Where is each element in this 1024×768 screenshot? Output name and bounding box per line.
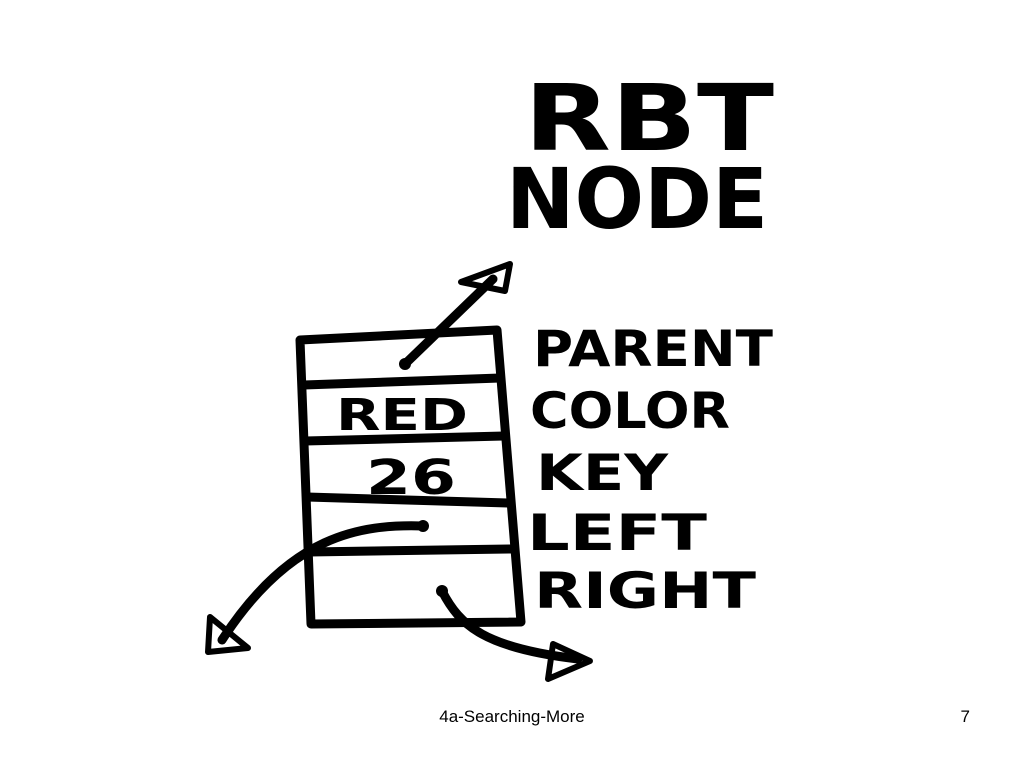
parent-pointer-arrow (399, 261, 513, 370)
node-key-value: 26 (366, 450, 456, 506)
left-pointer-arrow (205, 520, 429, 655)
field-label-color: COLOR (530, 382, 730, 440)
node-color-value: RED (336, 390, 468, 441)
field-label-key: KEY (536, 444, 669, 502)
footer-title: 4a-Searching-More (439, 707, 585, 726)
page-number: 7 (960, 707, 970, 726)
field-label-right: RIGHT (534, 562, 756, 620)
row-divider-2 (300, 431, 509, 446)
field-label-left: LEFT (527, 504, 707, 562)
field-label-parent: PARENT (533, 320, 773, 378)
row-divider-3 (302, 492, 513, 508)
title-line-2: NODE (506, 150, 768, 248)
right-pointer-arrow (436, 585, 593, 682)
row-divider-1 (299, 373, 505, 390)
row-divider-4 (304, 544, 517, 557)
title-line-1: RBT (524, 65, 774, 172)
